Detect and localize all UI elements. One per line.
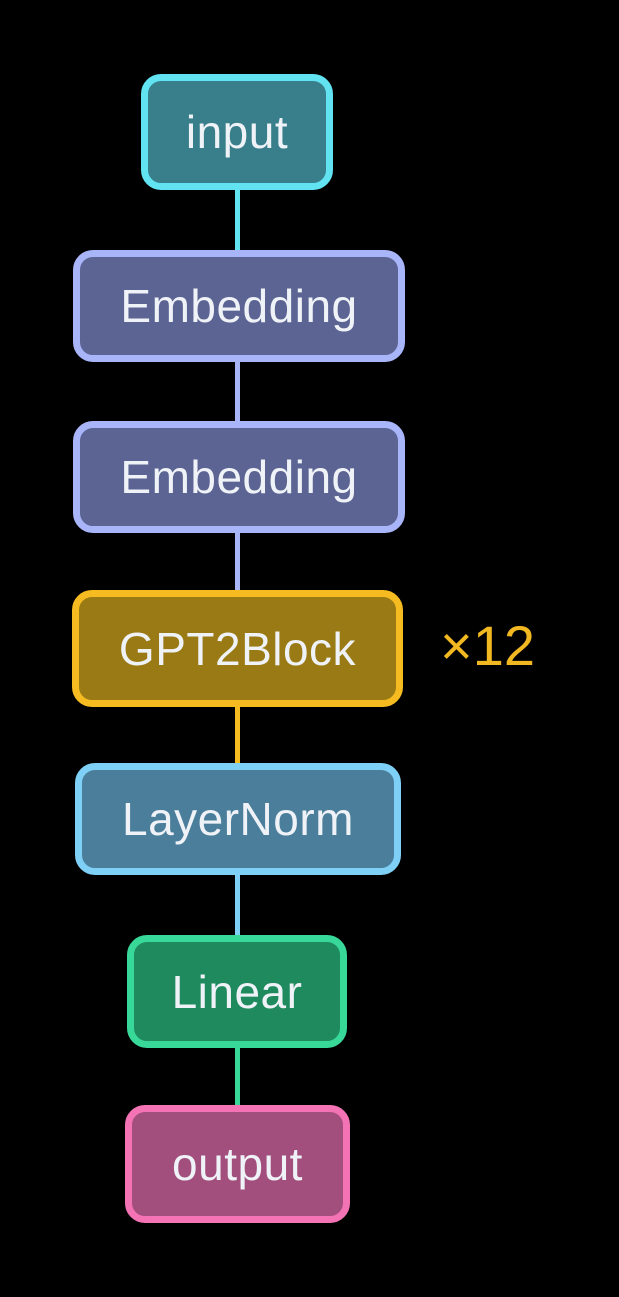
edge-layernorm-linear bbox=[235, 875, 240, 935]
edge-linear-output bbox=[235, 1048, 240, 1105]
edge-embedding-gpt2block bbox=[235, 533, 240, 590]
node-input: input bbox=[141, 74, 333, 190]
node-gpt2block-label: GPT2Block bbox=[118, 622, 357, 675]
repeat-count-label: ×12 bbox=[440, 614, 535, 677]
node-layernorm: LayerNorm bbox=[75, 763, 401, 875]
node-output-label: output bbox=[172, 1138, 303, 1190]
node-embedding-1-label: Embedding bbox=[120, 280, 358, 332]
node-embedding-1: Embedding bbox=[73, 250, 405, 362]
node-gpt2block: GPT2Block bbox=[72, 590, 403, 707]
node-linear-label: Linear bbox=[171, 965, 303, 1018]
node-layernorm-label: LayerNorm bbox=[121, 793, 354, 845]
node-embedding-2-label: Embedding bbox=[120, 451, 358, 503]
node-input-label: input bbox=[185, 106, 289, 158]
edge-input-embedding bbox=[235, 190, 240, 250]
node-embedding-2: Embedding bbox=[73, 421, 405, 533]
node-linear: Linear bbox=[127, 935, 347, 1048]
node-output: output bbox=[125, 1105, 350, 1223]
edge-gpt2block-layernorm bbox=[235, 707, 240, 763]
edge-embedding-embedding bbox=[235, 362, 240, 421]
